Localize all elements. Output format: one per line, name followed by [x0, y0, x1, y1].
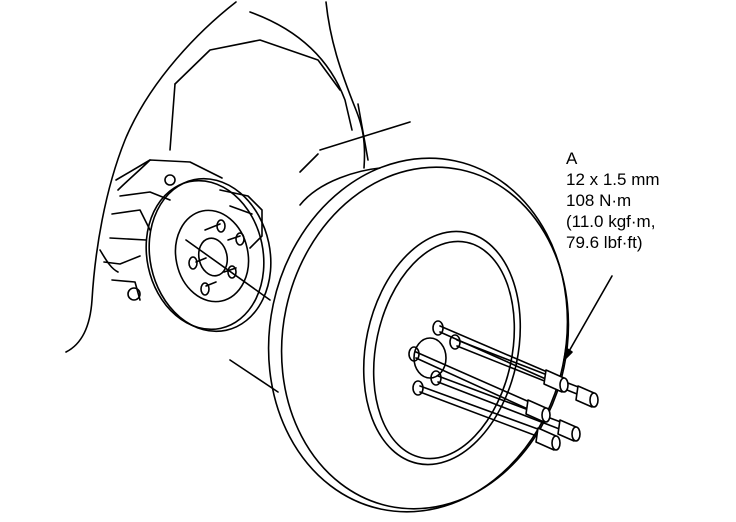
fender-outline — [65, 1, 411, 353]
wheel-nut — [543, 369, 569, 393]
wheel-nuts — [525, 369, 599, 451]
callout-size: 12 x 1.5 mm — [566, 170, 660, 189]
wheel-nut — [575, 385, 599, 408]
torque-callout: A 12 x 1.5 mm 108 N·m (11.0 kgf·m, 79.6 … — [566, 148, 660, 253]
callout-torque-kgf: (11.0 kgf·m, — [566, 212, 656, 231]
wheel-nut — [535, 427, 561, 451]
hub-studs — [188, 219, 245, 296]
callout-label: A — [566, 149, 578, 168]
suspension-caliper — [99, 159, 263, 301]
wheel-nut — [557, 419, 581, 442]
callout-torque-lbf: 79.6 lbf·ft) — [566, 233, 643, 252]
callout-torque-nm: 108 N·m — [566, 191, 632, 210]
callout-leader-arrow — [563, 275, 613, 361]
wheel-nut — [525, 399, 551, 423]
tire-and-wheel — [185, 157, 570, 513]
